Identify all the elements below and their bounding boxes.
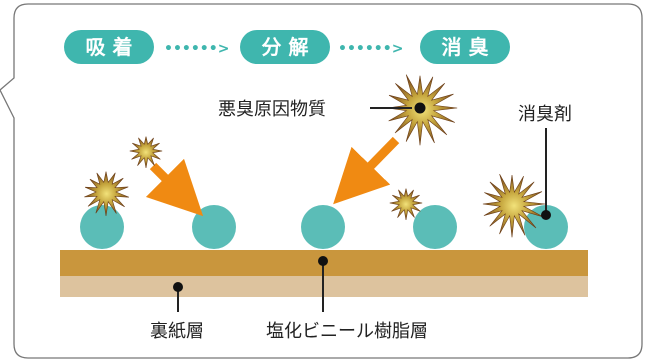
odor-particle-icon (389, 188, 423, 221)
deodorant-label: 消臭剤 (518, 104, 572, 125)
step-decomposition-label: 分 解 (262, 35, 309, 59)
backing-paper-label: 裏紙層 (150, 321, 204, 342)
vinyl-layer-dot (318, 256, 328, 266)
deodorant-dot (541, 210, 551, 220)
deodorant-particle-icon (301, 205, 345, 249)
svg-text:••••••>: ••••••> (338, 41, 403, 57)
step-decomposition: 分 解 (240, 30, 330, 64)
step-adsorption: 吸 着 (64, 30, 154, 64)
step-deodorization: 消 臭 (420, 30, 510, 64)
paper-layer-dot (173, 282, 183, 292)
vinyl-layer-label: 塩化ビニール樹脂層 (266, 321, 428, 342)
odor-source-label: 悪臭原因物質 (218, 99, 326, 120)
odor-particle-icon (482, 173, 546, 238)
step-adsorption-label: 吸 着 (86, 35, 133, 59)
deodorant-particle-icon (524, 205, 568, 249)
odor-particle-icon (84, 171, 130, 216)
odor-core-dot (414, 102, 426, 114)
deodorant-particle-icon (413, 205, 457, 249)
reaction-arrow-icon (333, 136, 400, 205)
step-connector-1: ••••••> (164, 41, 229, 57)
deodorant-particle-icon (80, 205, 124, 249)
deodorant-particle-icon (192, 205, 236, 249)
odor-particle-icon (129, 136, 163, 169)
svg-text:••••••>: ••••••> (164, 41, 229, 57)
deodorant-particles (80, 205, 568, 249)
step-deodorization-label: 消 臭 (442, 35, 489, 59)
reaction-arrow-icon (145, 158, 204, 217)
step-connector-2: ••••••> (338, 41, 403, 57)
